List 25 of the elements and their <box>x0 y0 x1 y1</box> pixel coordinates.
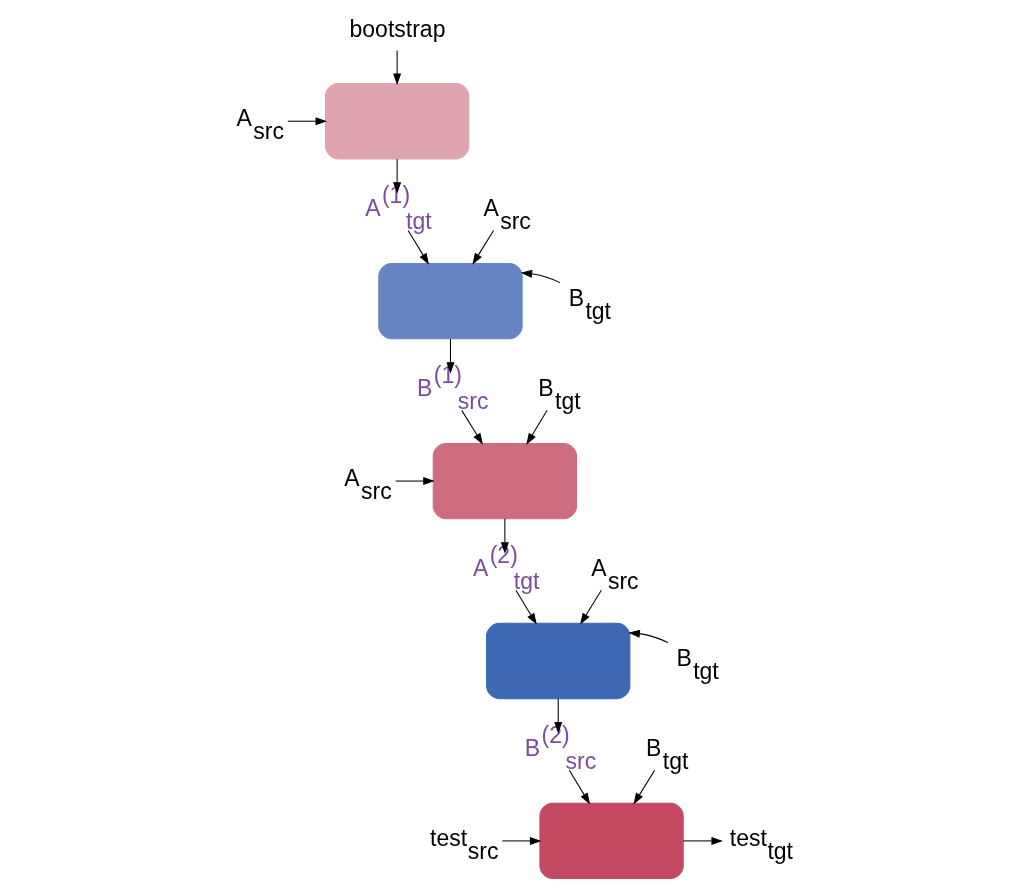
arrow <box>632 769 655 805</box>
arrow <box>553 698 562 734</box>
arrow <box>407 229 429 265</box>
arrow <box>392 49 401 86</box>
arrow <box>682 836 723 845</box>
arrow <box>627 629 668 643</box>
arrow <box>500 518 509 554</box>
arrow <box>525 409 548 445</box>
arrow <box>501 836 541 845</box>
arrow <box>579 589 602 625</box>
node-box <box>377 262 523 340</box>
arrow <box>445 338 454 374</box>
arrow <box>471 229 494 265</box>
node-box <box>485 622 630 700</box>
arrow <box>460 409 483 445</box>
node-text: bootstrap <box>349 16 445 43</box>
node-box <box>538 802 684 880</box>
arrow <box>394 477 435 486</box>
node-box <box>324 83 469 160</box>
arrow <box>568 769 590 805</box>
arrow <box>514 589 537 625</box>
arrow <box>392 158 401 194</box>
arrow <box>520 269 561 284</box>
node-box <box>432 442 577 520</box>
arrow <box>286 117 327 126</box>
